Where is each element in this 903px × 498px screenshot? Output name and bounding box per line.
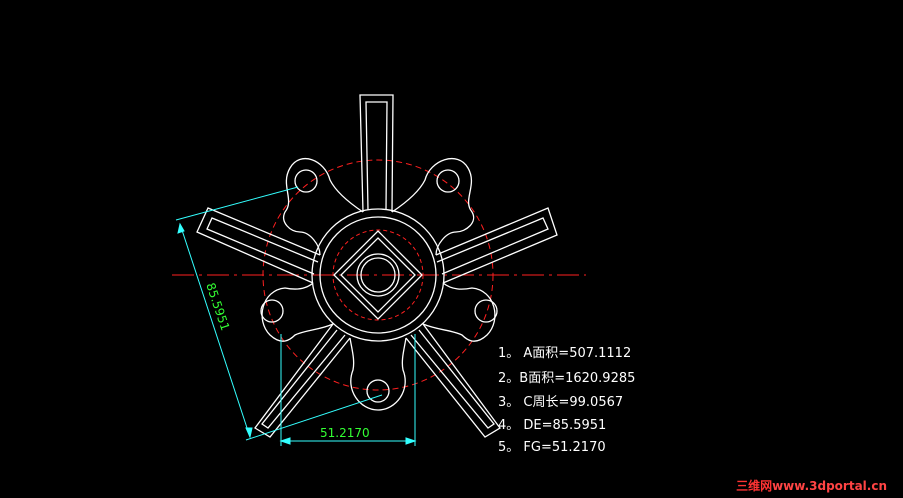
center-lines [172, 159, 586, 391]
lobe-upper-left [283, 158, 364, 256]
hub-middle-circle [319, 216, 437, 334]
dim-de-arrow-2 [245, 427, 253, 439]
inner-dashed-circle [332, 229, 424, 321]
dim-fg-value: 51.2170 [320, 426, 370, 440]
dim-de-line [179, 223, 251, 438]
spoke-lower-right-inner [410, 329, 495, 429]
center-diamond [333, 230, 423, 320]
center-diamond-inner [340, 237, 416, 313]
dim-fg-arrow-2 [405, 437, 417, 445]
spoke-lower-left [254, 323, 351, 438]
bolt-circle [262, 159, 494, 391]
spoke-left-inner [206, 217, 319, 275]
hole-upper-left [294, 169, 318, 193]
lobe-upper-right [391, 158, 475, 256]
spoke-top-inner [365, 101, 388, 211]
spoke-top [359, 94, 394, 213]
lobe-bottom [349, 337, 407, 411]
dim-fg-arrow-1 [279, 437, 291, 445]
note-line-4: 4。 DE=85.5951 [498, 418, 607, 433]
note-line-5: 5。 FG=51.2170 [498, 440, 606, 455]
watermark-url: www.3dportal.cn [772, 479, 887, 493]
spoke-lower-right [405, 323, 501, 438]
hole-upper-right [436, 169, 460, 193]
dimension-lines [175, 186, 417, 446]
hub-outer-circle [311, 208, 445, 342]
star-part-outline [196, 94, 558, 438]
spoke-left [196, 207, 321, 284]
note-line-1: 1。 A面积=507.1112 [498, 346, 632, 361]
dim-de-arrow-1 [177, 222, 185, 234]
lobe-right [422, 282, 496, 342]
center-hole [356, 253, 400, 297]
spoke-right-inner [436, 217, 549, 275]
watermark-prefix: 三维网 [736, 479, 773, 493]
hole-left [260, 299, 284, 323]
lobe-left [261, 282, 334, 342]
spoke-right [435, 207, 558, 284]
hole-right [474, 299, 498, 323]
dim-de-ext-1 [175, 186, 299, 221]
dim-de-ext-2 [245, 394, 383, 441]
note-line-3: 3。 C周长=99.0567 [498, 395, 624, 410]
hole-bottom [366, 379, 390, 403]
center-hole-inner [360, 257, 396, 293]
spoke-lower-left-inner [261, 329, 346, 429]
note-line-2: 2。B面积=1620.9285 [498, 371, 636, 386]
site-watermark: 三维网www.3dportal.cn [728, 463, 887, 494]
